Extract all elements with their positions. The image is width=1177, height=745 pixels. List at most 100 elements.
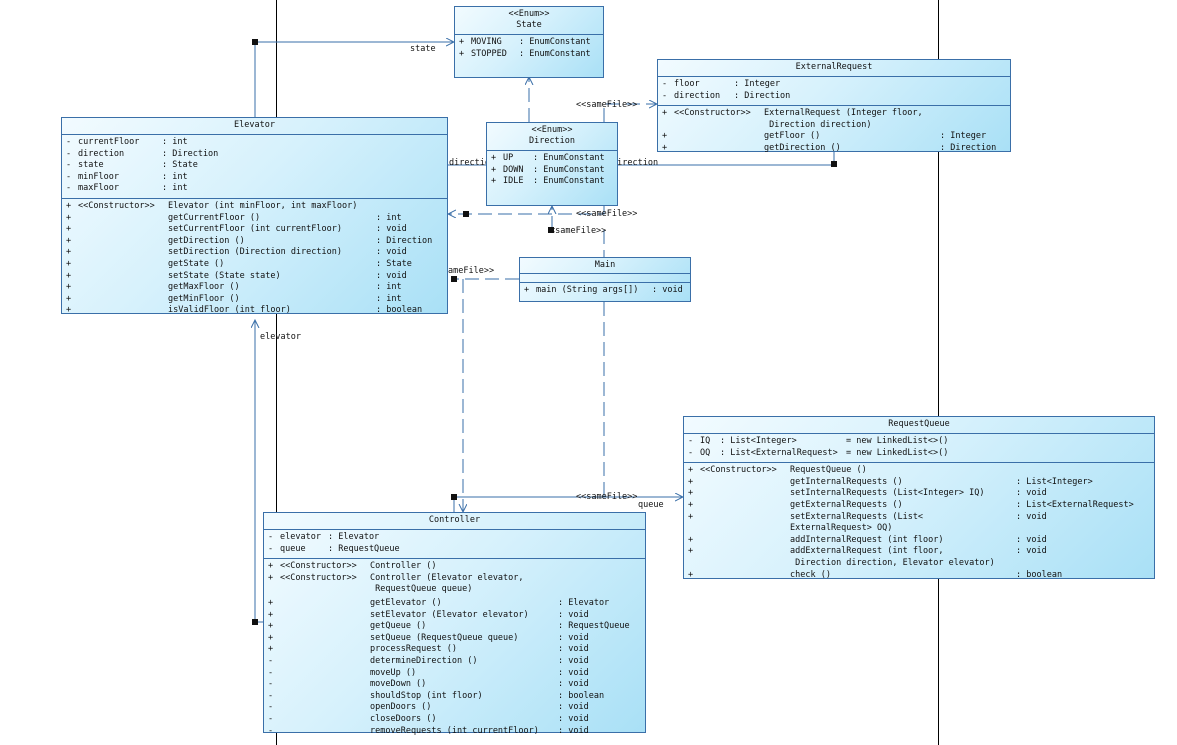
member-name: STOPPED (471, 48, 507, 59)
visibility-marker: - (688, 436, 694, 446)
operation-row: +getCurrentFloor (): int (66, 213, 443, 225)
attribute-row: +STOPPED: EnumConstant (459, 49, 599, 61)
operation-row: +<<Constructor>>Controller (Elevator ele… (268, 573, 641, 596)
operation-signature: getDirection () (168, 235, 245, 246)
operation-signature: setState (State state) (168, 270, 281, 281)
member-name: state (78, 160, 104, 171)
assoc-end-marker (252, 39, 258, 45)
visibility-marker: + (688, 534, 694, 545)
operation-row: +setInternalRequests (List<Integer> IQ):… (688, 488, 1150, 500)
operation-row: +getMinFloor (): int (66, 294, 443, 306)
member-type: : RequestQueue (328, 543, 400, 554)
class-controller[interactable]: Controller -elevator: Elevator -queue: R… (263, 512, 646, 736)
dep-direction-elevator (448, 206, 605, 214)
class-header: <<Enum>> Direction (487, 123, 617, 151)
member-name: minFloor (78, 171, 119, 182)
samefile-label: <<sameFile>> (576, 492, 638, 502)
member-name: OQ (700, 447, 711, 458)
operation-stereotype: <<Constructor>> (78, 200, 155, 211)
operation-signature: getCurrentFloor () (168, 212, 261, 223)
class-main[interactable]: Main +main (String args[]): void (519, 257, 691, 302)
operation-stereotype (78, 224, 168, 236)
operation-signature: addInternalRequest (int floor) (790, 534, 944, 545)
visibility-marker: + (66, 212, 72, 223)
operation-stereotype (674, 143, 764, 155)
visibility-marker: + (268, 609, 274, 620)
class-header: Elevator (62, 118, 447, 135)
operation-signature: RequestQueue () (790, 465, 867, 476)
visibility-marker: + (662, 108, 668, 119)
visibility-marker: + (688, 569, 694, 580)
return-type: : int (376, 293, 402, 304)
role-label-queue: queue (638, 500, 664, 510)
member-type: = new LinkedList<>() (846, 447, 949, 458)
member-name: IDLE (503, 176, 524, 187)
operation-row: +addExternalRequest (int floor, Directio… (688, 546, 1150, 569)
operation-stereotype (280, 633, 370, 645)
return-type: : void (1016, 534, 1047, 545)
attribute-row: -floor: Integer (662, 79, 1006, 91)
operation-stereotype (78, 271, 168, 283)
member-type: : Integer (734, 79, 781, 89)
member-name: UP (503, 153, 514, 163)
operation-stereotype (280, 656, 370, 668)
visibility-marker: + (268, 572, 274, 583)
class-header: Controller (264, 513, 645, 530)
dep-direction-externalrequest (603, 104, 657, 122)
operation-signature: ExternalRequest (Integer floor, Directio… (764, 108, 923, 130)
operation-row: -moveUp (): void (268, 668, 641, 680)
member-type: : EnumConstant (519, 37, 591, 47)
visibility-marker: + (688, 499, 694, 510)
attributes-section: -floor: Integer -direction: Direction (658, 77, 1010, 107)
class-requestqueue[interactable]: RequestQueue -IQ: List<Integer>= new Lin… (683, 416, 1155, 580)
operation-signature: getExternalRequests () (790, 499, 903, 510)
visibility-marker: + (688, 488, 694, 499)
visibility-marker: + (66, 282, 72, 293)
role-label-direction: direction (612, 158, 659, 168)
return-type: : void (558, 702, 589, 713)
visibility-marker: + (491, 164, 497, 175)
member-type: : int (162, 171, 188, 182)
return-type: : Direction (376, 235, 433, 246)
operation-row: +<<Constructor>>Elevator (int minFloor, … (66, 201, 443, 213)
class-state[interactable]: <<Enum>> State +MOVING: EnumConstant +ST… (454, 6, 604, 78)
operation-row: +main (String args[]): void (524, 285, 686, 297)
operation-row: +getElevator (): Elevator (268, 598, 641, 610)
member-name: currentFloor (78, 137, 140, 147)
attribute-row: +DOWN: EnumConstant (491, 165, 613, 177)
visibility-marker: + (268, 561, 274, 572)
visibility-marker: + (688, 476, 694, 487)
operation-row: + addInternalRequest (int floor) : void (688, 535, 1150, 547)
assoc-controller-elevator (255, 320, 263, 623)
operation-signature: openDoors () (370, 702, 432, 713)
class-elevator[interactable]: Elevator -currentFloor: int -direction: … (61, 117, 448, 316)
operation-stereotype (280, 644, 370, 656)
operation-stereotype: <<Constructor>> (280, 572, 357, 583)
return-type: : void (558, 679, 589, 690)
attribute-row: -OQ: List<ExternalRequest>= new LinkedLi… (688, 448, 1150, 460)
operation-stereotype (280, 691, 370, 703)
class-externalrequest[interactable]: ExternalRequest -floor: Integer -directi… (657, 59, 1011, 155)
visibility-marker: - (268, 655, 274, 666)
attribute-row: -currentFloor: int (66, 137, 443, 149)
operation-stereotype (700, 546, 790, 569)
operation-stereotype (280, 668, 370, 680)
member-name: direction (674, 90, 721, 101)
return-type: : List<ExternalRequest> (1016, 499, 1134, 510)
class-direction[interactable]: <<Enum>> Direction +UP: EnumConstant +DO… (486, 122, 618, 206)
member-type: : Direction (162, 148, 219, 159)
visibility-marker: + (268, 632, 274, 643)
visibility-marker: + (66, 305, 72, 316)
member-type: : int (162, 137, 188, 147)
assoc-end-marker (831, 161, 837, 167)
operation-signature: main (String args[]) (536, 285, 639, 295)
operation-stereotype (280, 598, 370, 610)
return-type: : void (376, 247, 407, 258)
attribute-row: -state: State (66, 160, 443, 172)
visibility-marker: - (268, 702, 274, 713)
operation-row: -closeDoors (): void (268, 714, 641, 726)
member-name: maxFloor (78, 183, 119, 194)
operation-signature: Controller () (370, 561, 437, 572)
attributes-section: -currentFloor: int -direction: Direction… (62, 135, 447, 199)
samefile-label: <<sameFile>> (576, 100, 638, 110)
